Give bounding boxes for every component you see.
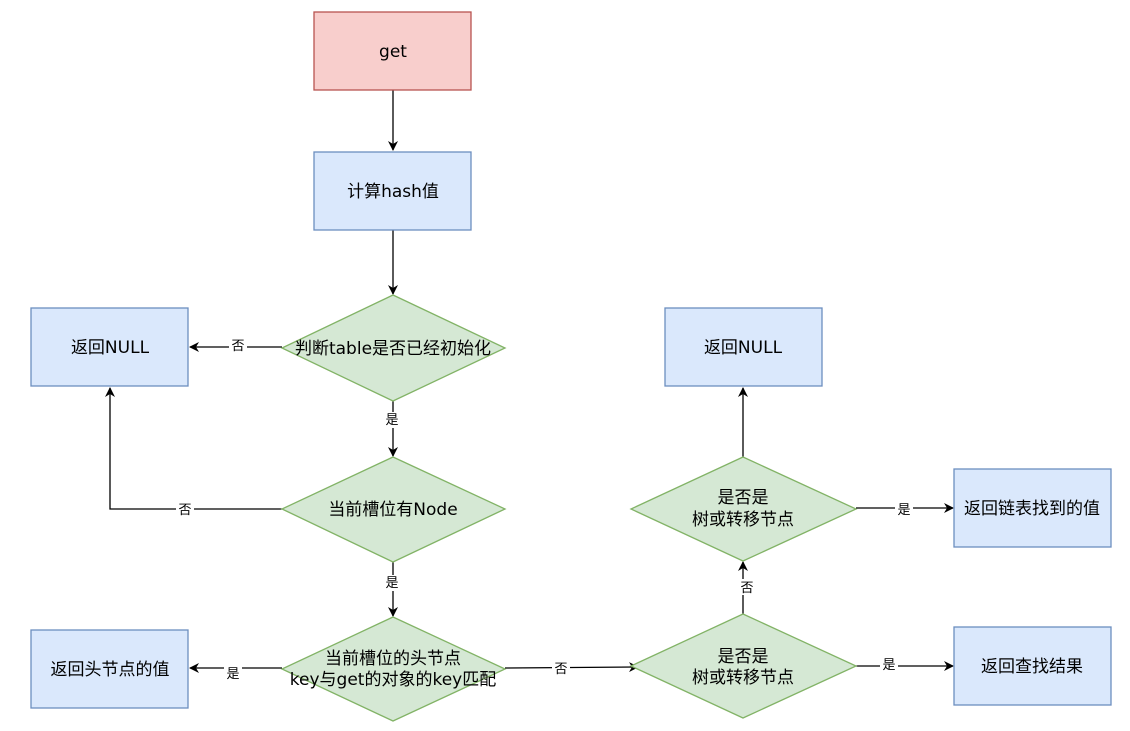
edge-match-no bbox=[504, 662, 639, 673]
edge-node-no bbox=[105, 387, 282, 510]
node-tree-check-top-label-1: 是否是 bbox=[718, 488, 769, 508]
node-return-head: 返回头节点的值 bbox=[30, 629, 189, 709]
node-return-list-label: 返回链表找到的值 bbox=[964, 499, 1100, 519]
node-calc-hash-label: 计算hash值 bbox=[347, 182, 439, 202]
node-head-match-label-1: 当前槽位的头节点 bbox=[325, 649, 461, 669]
node-return-null-left: 返回NULL bbox=[30, 307, 189, 387]
label-top-tree-yes: 是 bbox=[897, 503, 910, 518]
edges bbox=[105, 90, 954, 673]
node-has-node: 当前槽位有Node bbox=[280, 456, 507, 563]
node-head-match: 当前槽位的头节点 key与get的对象的key匹配 bbox=[280, 616, 507, 722]
node-get-label: get bbox=[379, 42, 407, 62]
node-check-init: 判断table是否已经初始化 bbox=[280, 294, 507, 402]
node-return-null-left-label: 返回NULL bbox=[71, 338, 150, 358]
label-match-yes: 是 bbox=[226, 667, 239, 682]
node-calc-hash: 计算hash值 bbox=[313, 151, 472, 231]
node-check-init-label: 判断table是否已经初始化 bbox=[295, 339, 491, 359]
label-bottom-tree-no: 否 bbox=[740, 581, 753, 596]
node-return-find: 返回查找结果 bbox=[953, 626, 1112, 706]
node-head-match-label-2: key与get的对象的key匹配 bbox=[290, 670, 496, 690]
node-has-node-label: 当前槽位有Node bbox=[328, 500, 457, 520]
node-tree-check-top-label-2: 树或转移节点 bbox=[692, 510, 794, 530]
node-tree-check-bottom-label-1: 是否是 bbox=[718, 647, 769, 667]
node-return-find-label: 返回查找结果 bbox=[981, 657, 1083, 677]
label-node-yes: 是 bbox=[385, 576, 398, 591]
node-tree-check-bottom-label-2: 树或转移节点 bbox=[692, 668, 794, 688]
node-tree-check-bottom: 是否是 树或转移节点 bbox=[629, 613, 858, 719]
label-init-no: 否 bbox=[231, 339, 244, 354]
label-bottom-tree-yes: 是 bbox=[882, 658, 895, 673]
label-init-yes: 是 bbox=[385, 413, 398, 428]
edge-labels: 否 是 否 是 是 否 是 否 是 bbox=[176, 338, 913, 682]
node-return-list: 返回链表找到的值 bbox=[953, 468, 1112, 548]
label-match-no: 否 bbox=[554, 662, 567, 677]
node-get: get bbox=[313, 11, 472, 91]
node-return-null-right-label: 返回NULL bbox=[704, 338, 783, 358]
node-tree-check-top: 是否是 树或转移节点 bbox=[629, 456, 858, 562]
node-return-head-label: 返回头节点的值 bbox=[51, 660, 170, 680]
label-node-no: 否 bbox=[178, 503, 191, 518]
node-return-null-right: 返回NULL bbox=[664, 307, 823, 387]
